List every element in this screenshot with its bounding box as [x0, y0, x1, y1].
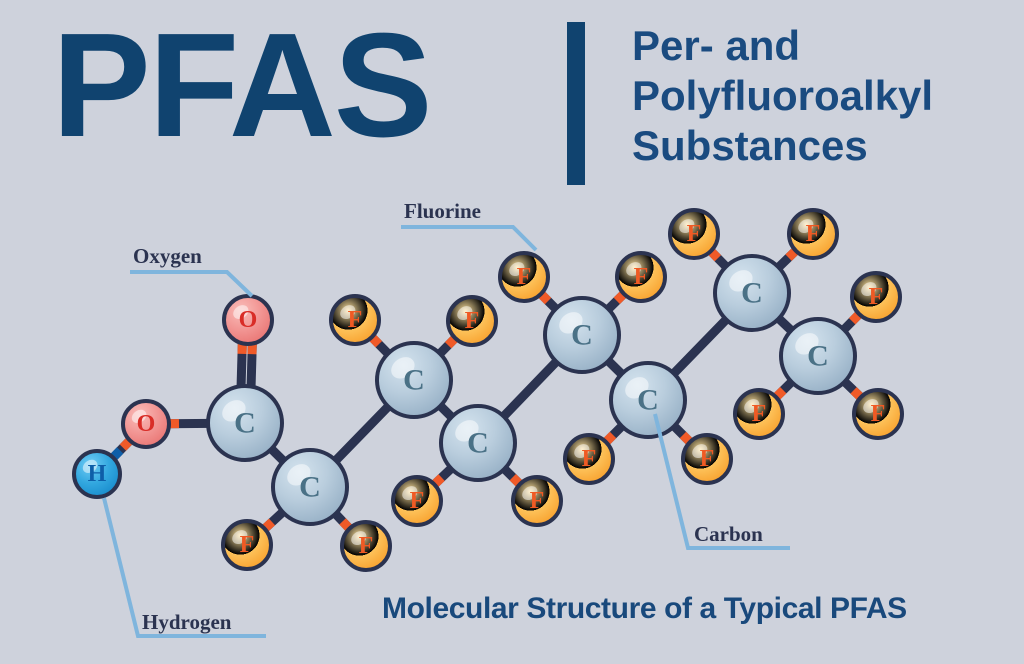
atom-layer: H O O C C C C C C C C F F F F F F F F F F F F F F F	[72, 208, 904, 572]
subtitle-line-3: Substances	[632, 122, 868, 169]
atom-f[interactable]: F	[850, 271, 902, 323]
atom-symbol: F	[871, 401, 886, 427]
atom-f[interactable]: F	[221, 519, 273, 571]
atom-c[interactable]: C	[375, 341, 453, 419]
header: PFAS Per- and Polyfluoroalkyl Substances	[0, 0, 1024, 196]
callout-label: Fluorine	[404, 199, 481, 223]
callout-label: Hydrogen	[142, 610, 232, 634]
atom-symbol: F	[700, 446, 715, 472]
subtitle-line-2: Polyfluoroalkyl	[632, 72, 934, 119]
atom-symbol: F	[517, 264, 532, 290]
atom-f[interactable]: F	[681, 433, 733, 485]
bond	[330, 401, 394, 466]
atom-symbol: C	[637, 384, 659, 417]
atom-f[interactable]: F	[563, 433, 615, 485]
atom-f[interactable]: F	[668, 208, 720, 260]
atom-f[interactable]: F	[733, 388, 785, 440]
atom-f[interactable]: F	[511, 475, 563, 527]
atom-symbol: F	[465, 308, 480, 334]
atom-symbol: F	[869, 284, 884, 310]
atom-symbol: C	[467, 427, 489, 460]
atom-symbol: F	[582, 446, 597, 472]
callout-label: Oxygen	[133, 244, 202, 268]
atom-c[interactable]: C	[543, 296, 621, 374]
atom-symbol: F	[806, 221, 821, 247]
atom-f[interactable]: F	[329, 294, 381, 346]
atom-symbol: C	[299, 471, 321, 504]
title-divider	[567, 22, 585, 185]
atom-symbol: F	[752, 401, 767, 427]
callout-oxygen: Oxygen	[130, 244, 254, 298]
atom-symbol: C	[234, 407, 256, 440]
atom-c[interactable]: C	[713, 254, 791, 332]
atom-c[interactable]: C	[439, 404, 517, 482]
bond	[236, 340, 257, 390]
atom-f[interactable]: F	[446, 295, 498, 347]
caption: Molecular Structure of a Typical PFAS	[382, 592, 907, 625]
atom-f[interactable]: F	[391, 475, 443, 527]
atom-symbol: C	[571, 319, 593, 352]
atom-symbol: C	[403, 364, 425, 397]
atom-f[interactable]: F	[852, 388, 904, 440]
atom-symbol: H	[88, 461, 107, 487]
atom-f[interactable]: F	[340, 520, 392, 572]
callout-label: Carbon	[694, 522, 763, 546]
atom-f[interactable]: F	[498, 251, 550, 303]
atom-c[interactable]: C	[271, 448, 349, 526]
atom-h[interactable]: H	[72, 449, 122, 499]
atom-symbol: C	[741, 277, 763, 310]
bond	[668, 314, 732, 379]
atom-symbol: F	[240, 532, 255, 558]
subtitle-line-1: Per- and	[632, 22, 801, 69]
atom-o[interactable]: O	[222, 294, 274, 346]
callout-fluorine: Fluorine	[401, 199, 538, 252]
atom-symbol: F	[359, 533, 374, 559]
atom-symbol: O	[137, 411, 156, 437]
atom-symbol: F	[348, 307, 363, 333]
callout-hydrogen: Hydrogen	[102, 497, 266, 638]
atom-symbol: F	[410, 488, 425, 514]
page-title: PFAS	[52, 3, 433, 168]
atom-symbol: F	[530, 488, 545, 514]
bond	[498, 356, 562, 422]
atom-symbol: O	[239, 307, 258, 333]
atom-c[interactable]: C	[206, 384, 284, 462]
subtitle: Per- and Polyfluoroalkyl Substances	[632, 21, 1012, 171]
atom-symbol: F	[687, 221, 702, 247]
atom-symbol: F	[634, 264, 649, 290]
atom-f[interactable]: F	[787, 208, 839, 260]
atom-c[interactable]: C	[779, 317, 857, 395]
atom-c[interactable]: C	[609, 361, 687, 439]
atom-o[interactable]: O	[121, 399, 171, 449]
callout-carbon: Carbon	[653, 413, 790, 550]
atom-symbol: C	[807, 340, 829, 373]
atom-f[interactable]: F	[615, 251, 667, 303]
